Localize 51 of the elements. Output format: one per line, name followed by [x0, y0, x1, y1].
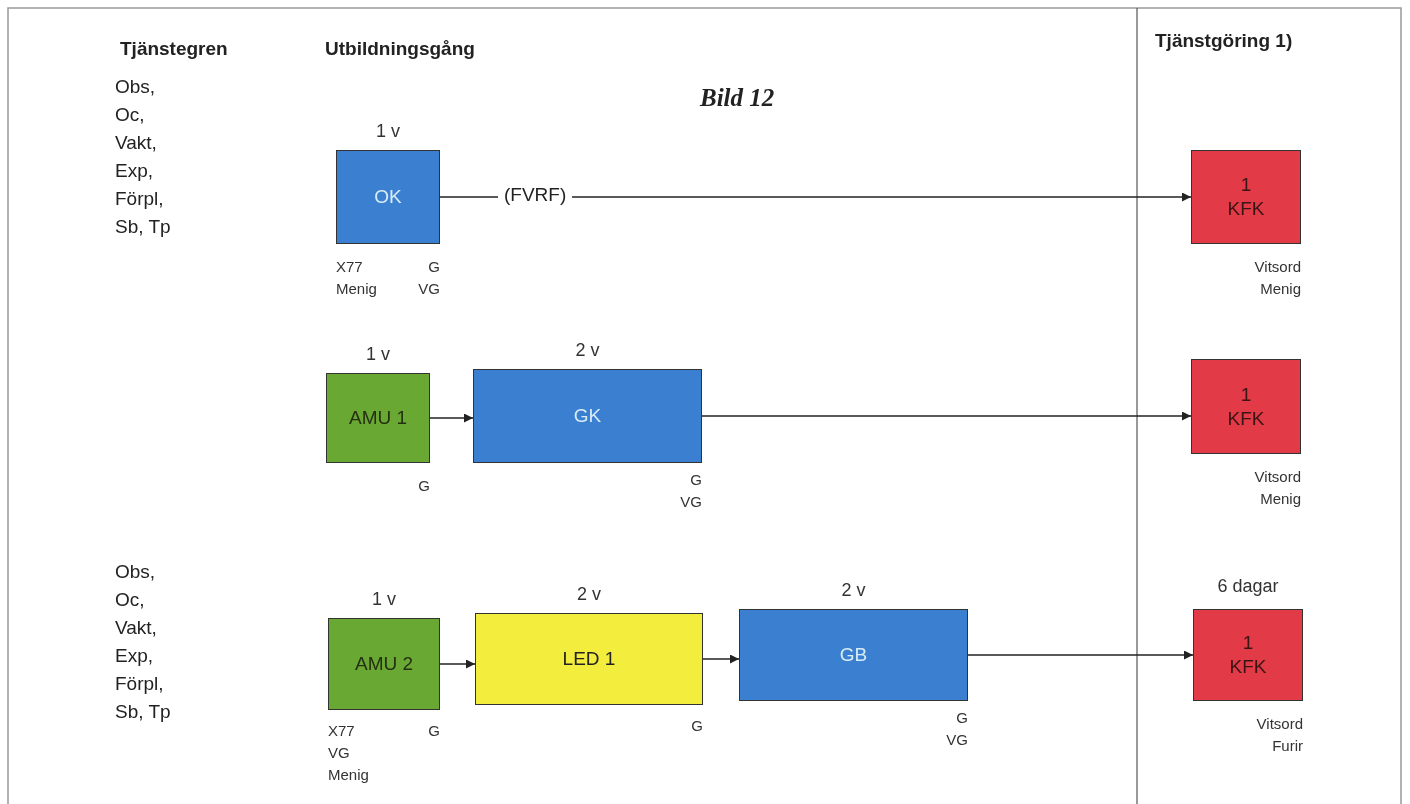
box-label: KFK — [1229, 655, 1267, 679]
duration-label: 1 v — [366, 343, 390, 365]
duration-label: 2 v — [577, 583, 601, 605]
box-label: 1 — [1240, 382, 1252, 407]
course-box — [739, 609, 968, 701]
course-box — [1193, 609, 1303, 701]
grade-note: G — [428, 721, 440, 741]
arrow — [967, 650, 1194, 660]
arrow — [702, 654, 740, 664]
box-label: 1 — [1240, 173, 1252, 197]
grade-note: G VG — [946, 708, 968, 750]
column-heading: Utbildningsgång — [325, 38, 475, 60]
box-label: LED 1 — [562, 647, 616, 671]
duration-label: 6 dagar — [1217, 575, 1279, 597]
column-heading: Tjänstegren — [120, 38, 228, 60]
box-label: 1 — [1242, 631, 1254, 655]
grade-note: X77 VG Menig — [328, 721, 369, 785]
arrow — [439, 192, 1192, 202]
box-label: KFK — [1227, 406, 1265, 431]
grade-note: Vitsord Menig — [1254, 467, 1301, 509]
course-box — [1191, 359, 1301, 454]
duration-label: 2 v — [575, 339, 600, 361]
grade-note: Vitsord Menig — [1254, 257, 1301, 299]
arrow — [429, 413, 474, 423]
grade-note: Vitsord Furir — [1256, 714, 1303, 756]
figure-title: Bild 12 — [700, 84, 775, 112]
branch-list: Obs, Oc, Vakt, Exp, Förpl, Sb, Tp — [115, 73, 177, 241]
box-label: AMU 2 — [354, 652, 414, 676]
arrow — [701, 411, 1192, 421]
box-label: GK — [573, 404, 602, 428]
column-heading: Tjänstgöring 1) — [1155, 30, 1293, 52]
duration-label: 2 v — [841, 579, 866, 601]
box-label: GB — [839, 643, 868, 667]
box-label: OK — [374, 185, 402, 209]
grade-note: G — [418, 476, 430, 496]
duration-label: 1 v — [376, 120, 400, 142]
grade-note: G VG — [680, 470, 702, 512]
course-box — [336, 150, 440, 244]
box-label: KFK — [1227, 197, 1265, 221]
course-box — [475, 613, 703, 705]
course-box — [1191, 150, 1301, 244]
course-box — [326, 373, 430, 463]
grade-note: G VG — [418, 257, 440, 299]
grade-note: G — [691, 716, 703, 736]
branch-list: Obs, Oc, Vakt, Exp, Förpl, Sb, Tp — [115, 558, 177, 726]
course-box — [328, 618, 440, 710]
duration-label: 1 v — [372, 588, 396, 610]
course-box — [473, 369, 702, 463]
arrow — [439, 659, 476, 669]
grade-note: X77 Menig — [336, 257, 377, 299]
box-label: AMU 1 — [348, 406, 408, 430]
